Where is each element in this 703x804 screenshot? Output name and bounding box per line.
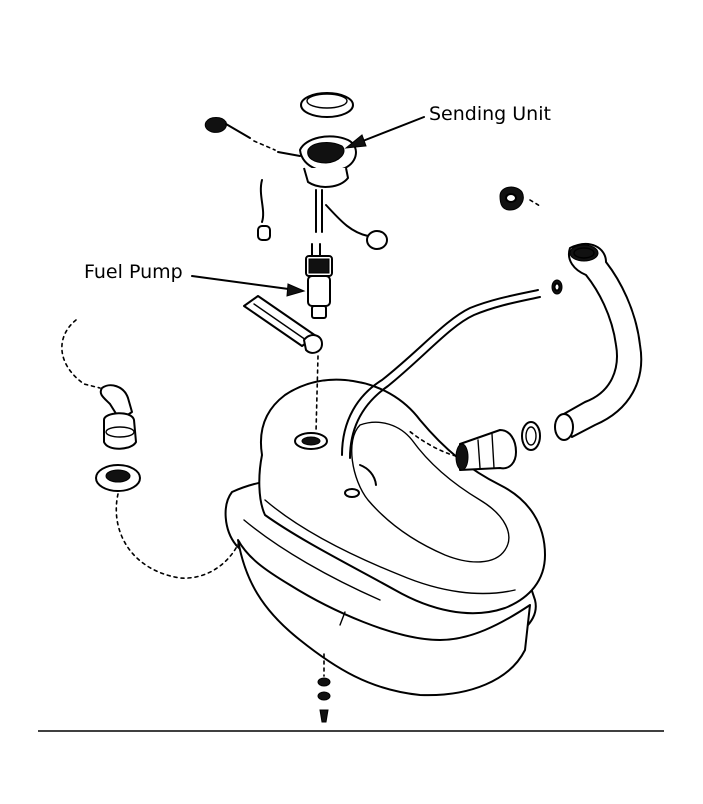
- sending-unit-label: Sending Unit: [429, 103, 551, 125]
- pump-filter: [243, 295, 323, 433]
- sending-unit-callout-arrow: [344, 116, 425, 149]
- fuel-pump-label: Fuel Pump: [84, 261, 183, 283]
- filler-neck-hose: [407, 186, 643, 471]
- vent-line: [341, 289, 541, 459]
- mounting-hardware: [317, 653, 331, 723]
- drain-grommet: [61, 319, 241, 579]
- sending-unit: [204, 92, 388, 250]
- fuel-pump: [305, 243, 333, 319]
- fuel-pump-callout-arrow: [191, 275, 306, 297]
- fuel-tank: [224, 378, 546, 697]
